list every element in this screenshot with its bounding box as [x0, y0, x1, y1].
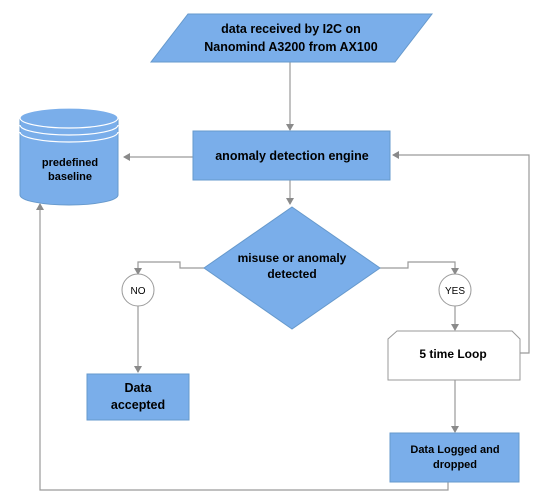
arrow-logged-to-baseline — [36, 203, 449, 491]
input-label-line2: Nanomind A3200 from AX100 — [204, 40, 377, 54]
decision-node: misuse or anomaly detected — [203, 206, 381, 330]
decision-label-line2: detected — [267, 267, 316, 281]
baseline-cylinder-ring1 — [19, 124, 119, 136]
yes-circle — [438, 273, 472, 307]
no-label: NO — [131, 286, 146, 297]
logged-box — [389, 432, 520, 483]
yes-node: YES — [438, 273, 472, 307]
arrow-loop-to-engine — [392, 151, 530, 354]
engine-label: anomaly detection engine — [215, 149, 369, 163]
accepted-label-line2: accepted — [111, 398, 165, 412]
input-shape — [149, 13, 434, 63]
arrow-decision-to-no — [134, 261, 204, 275]
engine-node: anomaly detection engine — [192, 130, 391, 181]
accepted-box — [86, 373, 190, 421]
no-circle — [121, 273, 155, 307]
arrow-decision-to-yes — [380, 261, 459, 275]
decision-label-line1: misuse or anomaly — [238, 251, 347, 265]
yes-label: YES — [445, 286, 465, 297]
loop-label: 5 time Loop — [419, 347, 486, 361]
connectors — [36, 62, 530, 491]
logged-node: Data Logged and dropped — [389, 432, 520, 483]
engine-box — [192, 130, 391, 181]
baseline-cylinder-top — [19, 107, 119, 129]
no-node: NO — [121, 273, 155, 307]
logged-label-line1: Data Logged and — [410, 444, 499, 456]
loop-shape — [387, 330, 521, 381]
logged-label-line2: dropped — [433, 459, 477, 471]
decision-shape — [203, 206, 381, 330]
baseline-cylinder-ring2 — [19, 131, 119, 143]
baseline-node: predefined baseline — [19, 107, 119, 206]
baseline-label-line1: predefined — [42, 157, 98, 169]
input-node: data received by I2C on Nanomind A3200 f… — [149, 13, 434, 63]
baseline-label-line2: baseline — [48, 171, 92, 183]
loop-node: 5 time Loop — [387, 330, 521, 381]
accepted-label-line1: Data — [124, 381, 152, 395]
input-label-line1: data received by I2C on — [221, 22, 361, 36]
baseline-cylinder-body — [19, 117, 119, 206]
accepted-node: Data accepted — [86, 373, 190, 421]
